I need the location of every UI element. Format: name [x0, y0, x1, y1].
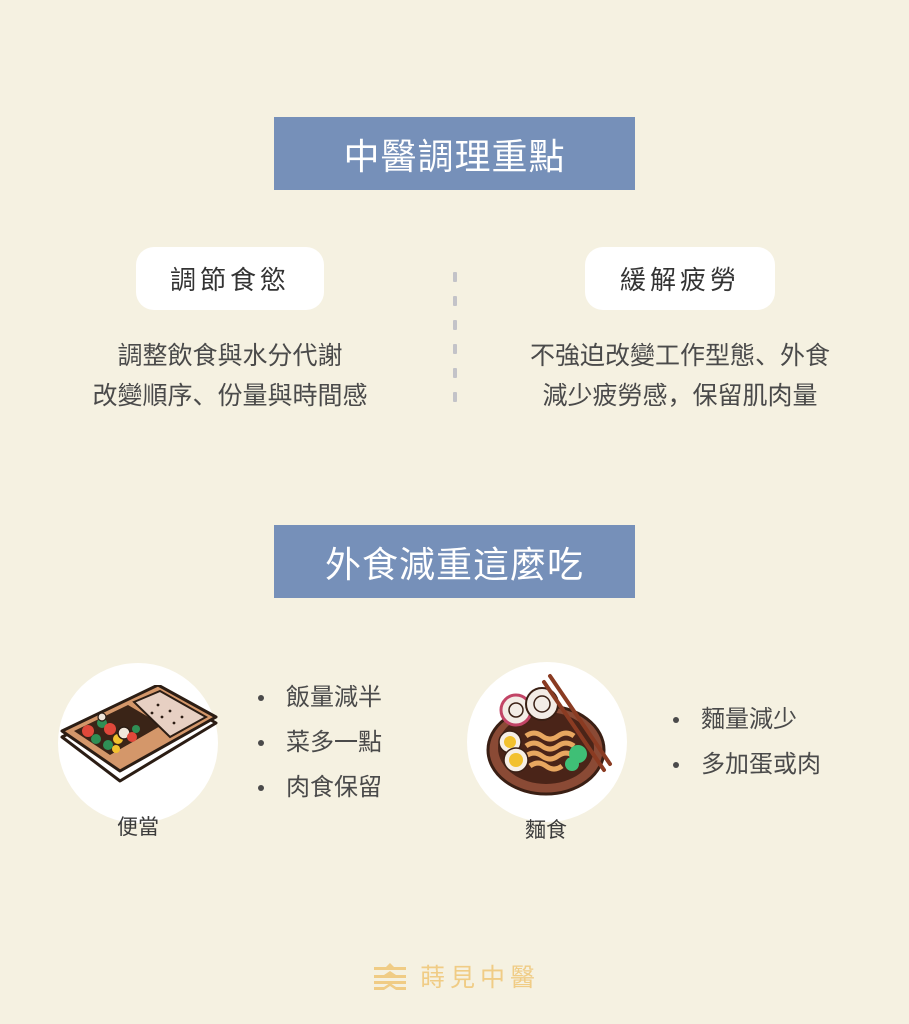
- fatigue-description: 不強迫改變工作型態、外食 減少疲勞感，保留肌肉量: [490, 336, 870, 416]
- bullet-icon: [258, 784, 264, 791]
- noodle-tips-list: 麵量減少 多加蛋或肉: [671, 697, 821, 787]
- bullet-icon: [258, 694, 264, 701]
- description-line: 調整飲食與水分代謝: [117, 341, 343, 370]
- food-label-bento: 便當: [117, 815, 159, 839]
- brand-footer: 蒔見中醫: [372, 958, 540, 994]
- heading-appetite-regulation: 調節食慾: [136, 247, 324, 310]
- description-line: 不強迫改變工作型態、外食: [529, 341, 830, 370]
- appetite-description: 調整飲食與水分代謝 改變順序、份量與時間感: [40, 336, 420, 416]
- dashed-divider: [453, 272, 457, 402]
- noodle-bowl-icon: [486, 674, 612, 796]
- bento-tips-list: 飯量減半 菜多一點 肉食保留: [256, 675, 382, 810]
- list-item: 菜多一點: [256, 720, 382, 765]
- description-line: 減少疲勞感，保留肌肉量: [542, 381, 818, 410]
- food-label-noodle: 麵食: [525, 818, 567, 842]
- section-title-tcm-key-points: 中醫調理重點: [274, 117, 635, 190]
- section-title-eating-out: 外食減重這麼吃: [274, 525, 635, 598]
- bento-box-icon: [60, 685, 218, 783]
- description-line: 改變順序、份量與時間感: [92, 381, 368, 410]
- brand-logo-icon: [374, 963, 406, 990]
- list-item: 飯量減半: [256, 675, 382, 720]
- list-item: 肉食保留: [256, 765, 382, 810]
- list-item: 多加蛋或肉: [671, 742, 821, 787]
- bullet-icon: [258, 739, 264, 746]
- bullet-icon: [673, 761, 679, 768]
- brand-name: 蒔見中醫: [420, 963, 541, 992]
- heading-fatigue-relief: 緩解疲勞: [585, 247, 775, 310]
- bullet-icon: [673, 716, 679, 723]
- list-item: 麵量減少: [671, 697, 821, 742]
